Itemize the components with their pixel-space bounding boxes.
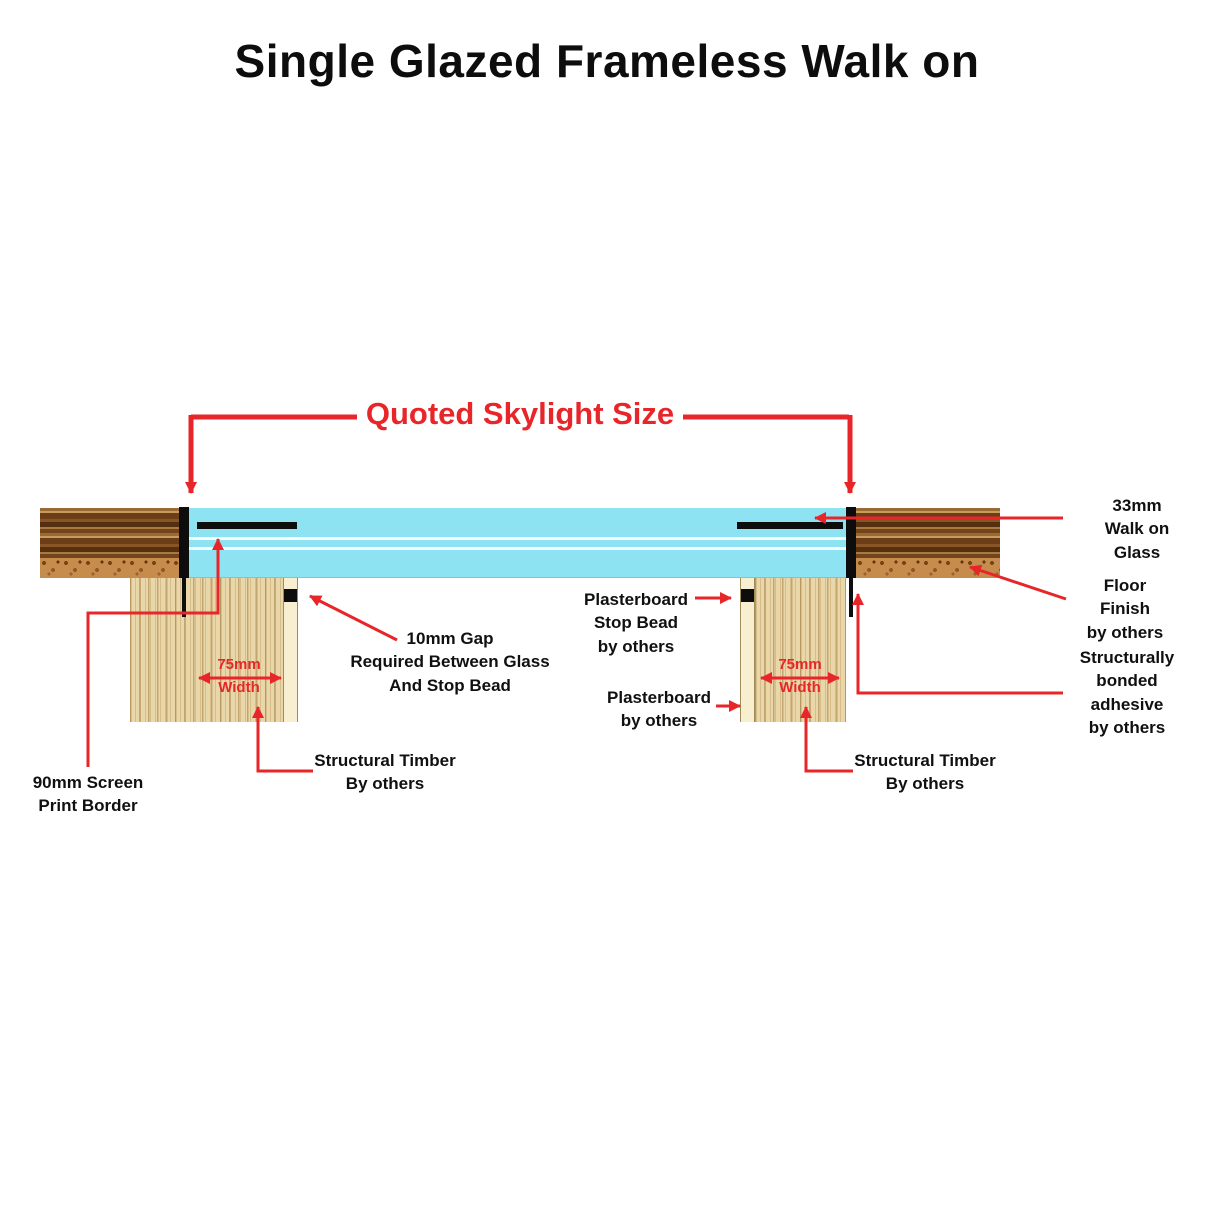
walk-on-glass-label: 33mm Walk on Glass <box>1104 496 1170 562</box>
adhesive-strip-right-tail <box>849 578 853 617</box>
floor-finish-left <box>40 508 179 558</box>
plasterboard-label: Plasterboard by others <box>607 688 711 731</box>
glass-interlayer-line <box>180 547 855 550</box>
floor-finish-right <box>856 508 1000 558</box>
adhesive-strip-right <box>846 507 856 578</box>
bonded-adhesive-label: Structurally bonded adhesive by others <box>1079 648 1175 738</box>
gap-note-label: 10mm Gap Required Between Glass And Stop… <box>350 629 550 695</box>
screen-print-band-right <box>737 522 843 529</box>
width-left-label: 75mm Width <box>217 656 261 696</box>
floor-underlay-left <box>40 558 179 578</box>
bonded-adhesive-pointer <box>852 593 1063 695</box>
glass-panel <box>180 508 855 578</box>
structural-timber-left-label: Structural Timber By others <box>314 751 456 794</box>
stop-bead-left <box>284 589 297 602</box>
floor-underlay-right <box>856 558 1000 578</box>
structural-timber-right <box>755 578 846 722</box>
stop-bead-label: Plasterboard Stop Bead by others <box>584 590 688 656</box>
glass-interlayer-line <box>180 537 855 540</box>
screen-print-border-label: 90mm Screen Print Border <box>32 773 144 816</box>
floor-finish-label: Floor Finish by others <box>1086 576 1164 642</box>
stop-bead-right <box>741 589 754 602</box>
adhesive-strip-left-tail <box>182 578 186 617</box>
page-title: Single Glazed Frameless Walk on <box>234 35 980 87</box>
plasterboard-left <box>283 578 298 722</box>
quoted-skylight-size-label: Quoted Skylight Size <box>365 396 675 431</box>
adhesive-strip-left <box>179 507 189 578</box>
structural-timber-right-label: Structural Timber By others <box>854 751 996 794</box>
width-right-label: 75mm Width <box>778 656 822 696</box>
structural-timber-left <box>130 578 298 722</box>
plasterboard-right <box>740 578 755 722</box>
screen-print-band-left <box>197 522 297 529</box>
